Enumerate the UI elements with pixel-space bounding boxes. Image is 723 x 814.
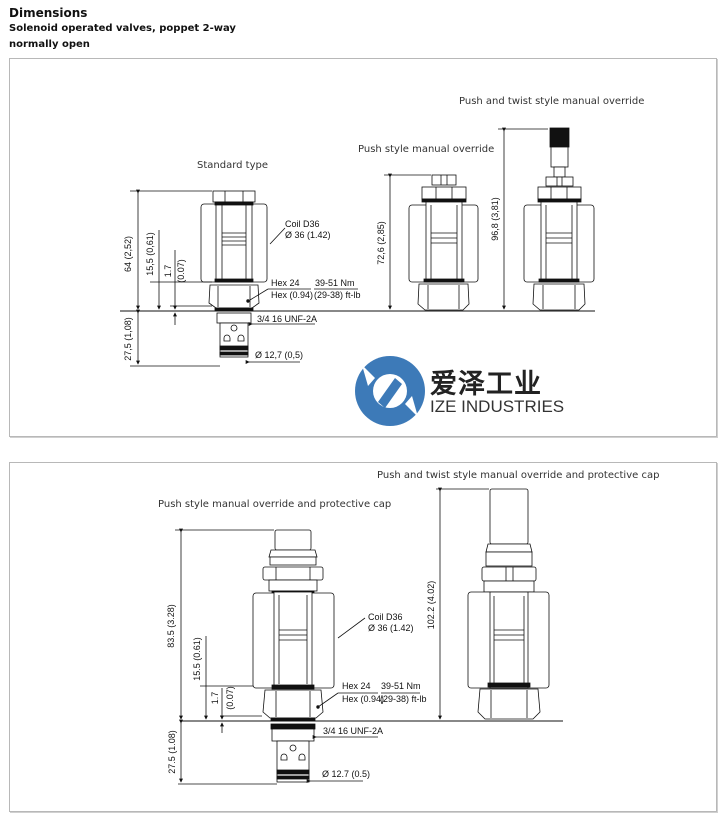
callout-coil: Coil D36 bbox=[285, 219, 320, 229]
page-title: Dimensions bbox=[9, 6, 88, 20]
valve-standard bbox=[200, 190, 268, 358]
dim-twist-height: 96,8 (3,81) bbox=[490, 197, 500, 241]
valve-push-twist-override bbox=[523, 127, 595, 311]
caption-push-twist-override: Push and twist style manual override bbox=[459, 96, 645, 107]
dim-below-baseline: 27,5 (1,08) bbox=[123, 317, 133, 361]
dim-1-7: 1.7 bbox=[163, 265, 173, 278]
dim-15-5: 15,5 (0,61) bbox=[145, 232, 155, 276]
dim-below-baseline-cap: 27.5 (1.08) bbox=[167, 730, 177, 774]
page-subtitle: Solenoid operated valves, poppet 2-way bbox=[9, 23, 236, 34]
caption-push-cap: Push style manual override and protectiv… bbox=[158, 499, 392, 510]
dim-push-height: 72,6 (2,85) bbox=[376, 221, 386, 265]
dimension-panel-2: Push and twist style manual override and… bbox=[9, 462, 717, 812]
dim-1-7-cap: 1.7 bbox=[210, 692, 220, 705]
callout-hex-inch-cap: Hex (0.94) bbox=[342, 694, 384, 704]
callout-torque-cap: 39-51 Nm bbox=[381, 681, 421, 691]
callout-coil-dia: Ø 36 (1.42) bbox=[285, 230, 331, 240]
logo-icon bbox=[355, 356, 425, 426]
callout-torque-ftlb: (29-38) ft-lb bbox=[314, 290, 361, 300]
page-subtitle-2: normally open bbox=[9, 39, 90, 50]
callout-torque-ftlb-cap: (29-38) ft-lb bbox=[380, 694, 427, 704]
valve-push-twist-cap bbox=[467, 488, 550, 720]
callout-coil-cap: Coil D36 bbox=[368, 612, 403, 622]
watermark-text-en: IZE INDUSTRIES bbox=[430, 397, 565, 416]
caption-push-override: Push style manual override bbox=[358, 144, 495, 155]
callout-diameter-cap: Ø 12.7 (0.5) bbox=[322, 769, 370, 779]
dim-overall-cap: 83.5 (3.28) bbox=[166, 604, 176, 648]
callout-thread-cap: 3/4 16 UNF-2A bbox=[323, 726, 383, 736]
callout-coil-dia-cap: Ø 36 (1.42) bbox=[368, 623, 414, 633]
caption-push-twist-cap: Push and twist style manual override and… bbox=[377, 470, 660, 481]
callout-torque: 39-51 Nm bbox=[315, 278, 355, 288]
callout-hex-cap: Hex 24 bbox=[342, 681, 371, 691]
watermark-text-cn: 爱泽工业 bbox=[430, 369, 542, 400]
dim-0-07-cap: (0.07) bbox=[225, 686, 235, 710]
callout-diameter: Ø 12,7 (0,5) bbox=[255, 350, 303, 360]
dim-0-07: (0.07) bbox=[176, 259, 186, 283]
valve-push-cap bbox=[252, 529, 335, 783]
dim-overall-standard: 64 (2,52) bbox=[123, 236, 133, 272]
callout-hex: Hex 24 bbox=[271, 278, 300, 288]
callout-thread: 3/4 16 UNF-2A bbox=[257, 314, 317, 324]
caption-standard-type: Standard type bbox=[197, 160, 269, 171]
callout-hex-inch: Hex (0.94) bbox=[271, 290, 313, 300]
dim-15-5-cap: 15.5 (0.61) bbox=[192, 637, 202, 681]
valve-push-override bbox=[408, 174, 479, 311]
dim-twist-height-cap: 102.2 (4.02) bbox=[426, 581, 436, 630]
